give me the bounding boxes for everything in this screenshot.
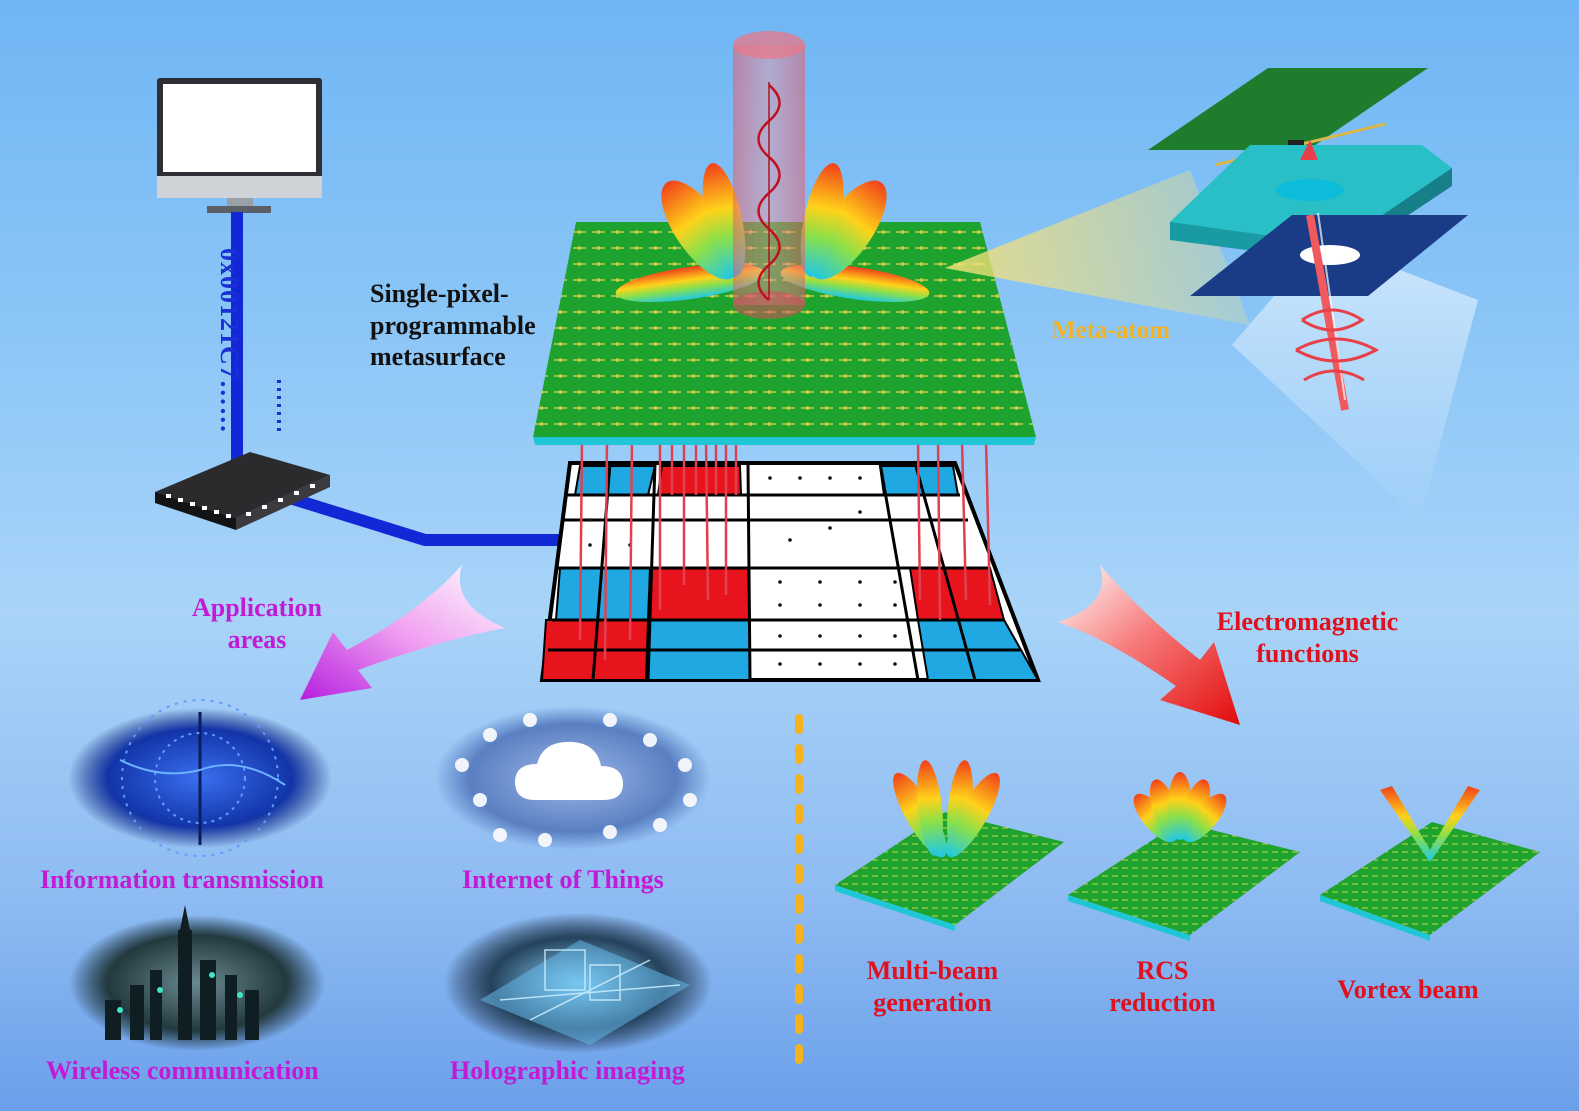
wireless-communication-image <box>69 905 325 1051</box>
app-label-information-transmission: Information transmission <box>40 865 324 894</box>
cloud-iot-icon <box>515 741 623 800</box>
em-functions-arrow <box>1058 565 1240 725</box>
meta-atom-structure <box>1148 68 1478 520</box>
rcs-reduction-board <box>1068 772 1300 941</box>
multi-beam-board <box>835 760 1064 931</box>
meta-atom-label: Meta-atom <box>1052 317 1170 344</box>
vortex-beam-board <box>1320 786 1540 941</box>
control-wires <box>578 439 992 661</box>
em-label-rcs-reduction: RCS reduction <box>1109 956 1216 1017</box>
radiation-pattern <box>615 163 930 302</box>
application-arrow <box>300 565 505 700</box>
metasurface-label: Single-pixel- programmable metasurface <box>370 279 536 372</box>
app-label-wireless-communication: Wireless communication <box>46 1056 319 1085</box>
iot-image <box>435 706 711 850</box>
info-transmission-image <box>68 699 332 857</box>
incident-beam <box>733 31 805 319</box>
app-label-holographic-imaging: Holographic imaging <box>450 1056 685 1085</box>
meta-atom-callout <box>945 170 1250 325</box>
hex-code-label: 0x00121C7…… <box>215 248 244 434</box>
application-areas-title: Application areas <box>191 593 323 654</box>
em-functions-title: Electromagnetic functions <box>1216 607 1399 668</box>
computer-monitor-icon <box>157 78 322 213</box>
control-board <box>539 461 1041 682</box>
control-chip-icon <box>155 452 330 530</box>
em-label-multi-beam-generation: Multi-beam generation <box>866 956 999 1017</box>
app-label-internet-of-things: Internet of Things <box>462 865 664 894</box>
holographic-imaging-image <box>444 913 712 1053</box>
em-label-vortex-beam: Vortex beam <box>1337 975 1479 1004</box>
